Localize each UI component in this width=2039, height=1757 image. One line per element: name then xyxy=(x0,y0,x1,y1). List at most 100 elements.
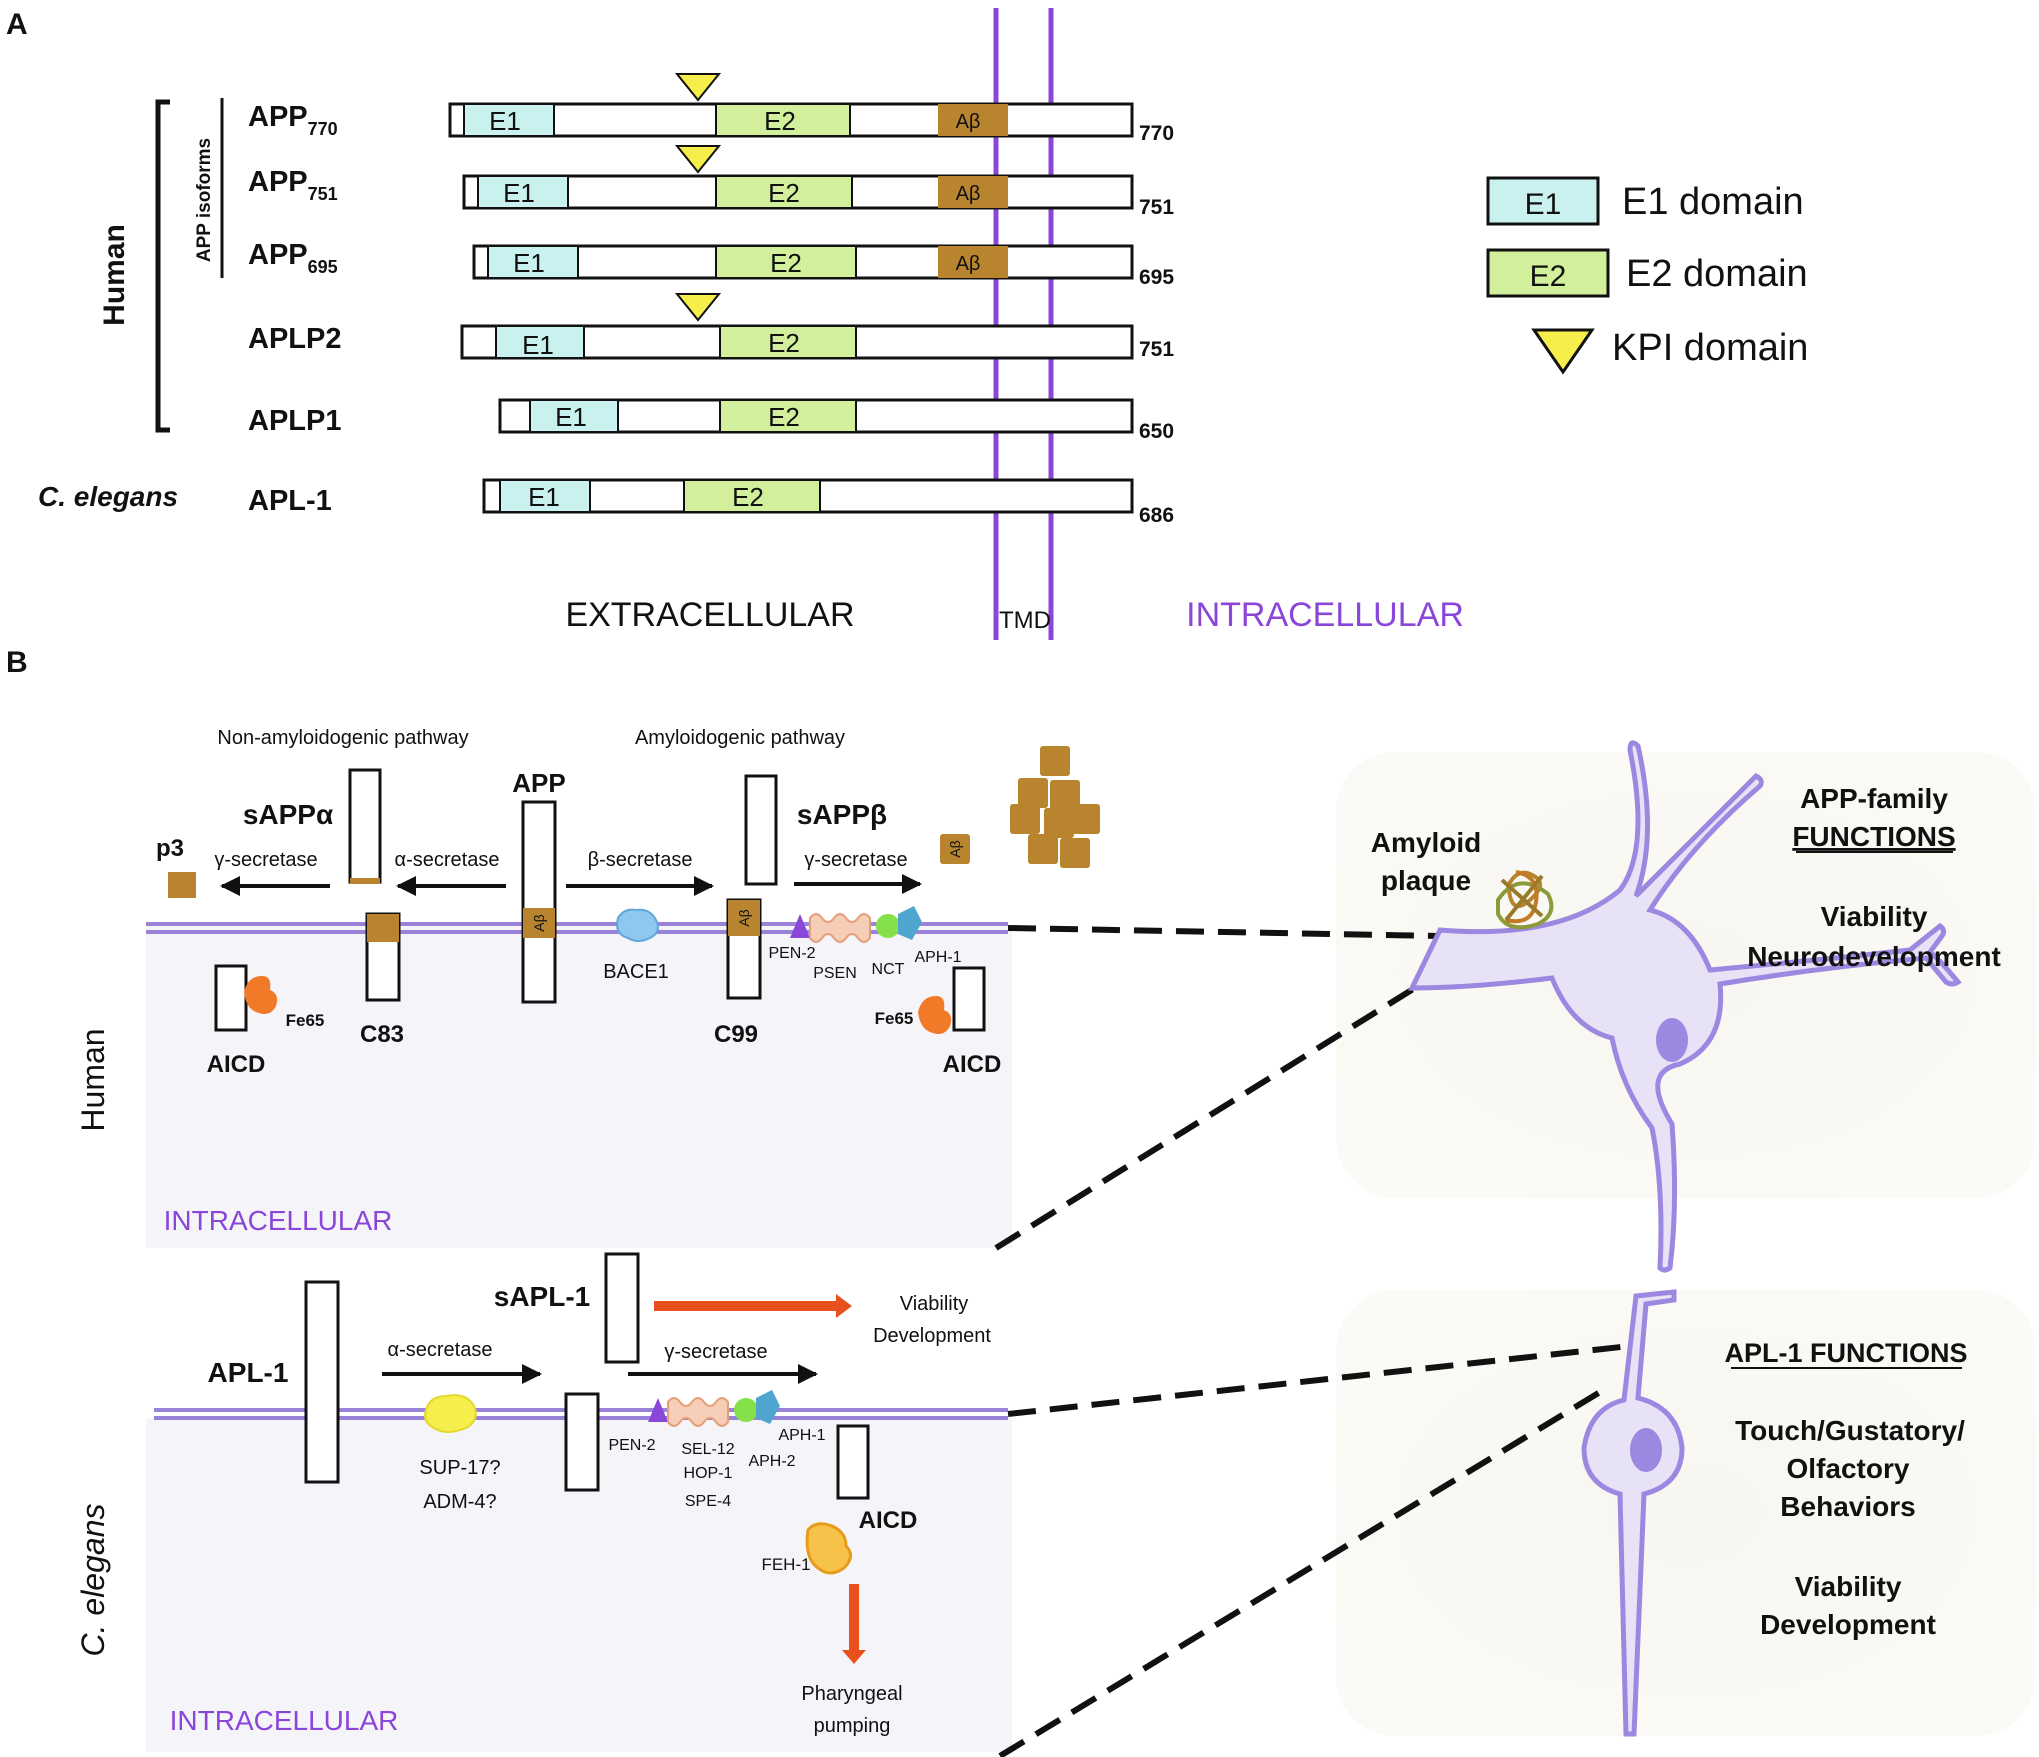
protein-length: 686 xyxy=(1139,504,1174,527)
celegans-aicd-box xyxy=(836,1424,870,1500)
abeta-aggregate-unit xyxy=(1070,804,1100,834)
abeta-aggregate-unit xyxy=(1018,778,1048,808)
protein-row-apl1: APL-1 E1 E2 686 xyxy=(248,478,1174,527)
sappa-box xyxy=(348,768,382,884)
e1-domain xyxy=(529,399,619,433)
c83-p3-fragment xyxy=(367,914,399,942)
abeta-monomer-label: Aβ xyxy=(947,840,963,857)
apl1-function-touch: Touch/Gustatory/ xyxy=(1735,1415,1965,1446)
bace1-label: BACE1 xyxy=(603,961,669,983)
apl1-label: APL-1 xyxy=(208,1357,289,1388)
gamma-secretase-right-label: γ-secretase xyxy=(804,849,907,871)
c99-label: C99 xyxy=(714,1021,758,1048)
amyloid-plaque-label-1: Amyloid xyxy=(1371,827,1481,858)
apl1-function-viability: Viability xyxy=(1795,1571,1902,1602)
abeta-aggregate-unit xyxy=(1010,804,1040,834)
human-bracket xyxy=(155,99,170,433)
fe65-left-icon xyxy=(244,976,278,1014)
celegans-viability-label: Viability xyxy=(900,1293,969,1315)
apl1-function-development: Development xyxy=(1760,1609,1936,1640)
abeta-domain xyxy=(938,246,1008,278)
panel-b-label: B xyxy=(6,646,28,679)
abeta-label: Aβ xyxy=(956,183,981,205)
group-celegans-label: C. elegans xyxy=(38,481,178,512)
amyloid-plaque-icon xyxy=(1496,870,1554,930)
sup17-label: SUP-17? xyxy=(419,1457,500,1479)
connector-dashed xyxy=(1007,925,1441,939)
kpi-triangle xyxy=(674,73,722,102)
extracellular-label: EXTRACELLULAR xyxy=(565,596,854,634)
connector-dashed xyxy=(998,1383,1612,1757)
p3-fragment xyxy=(168,872,196,898)
connector-dashed xyxy=(1007,1343,1631,1417)
neuron-body xyxy=(1408,740,1962,1273)
sapl1-box xyxy=(604,1252,640,1364)
celegans-cterm-box xyxy=(564,1392,600,1492)
abeta-label: Aβ xyxy=(956,253,981,275)
app-function-viability: Viability xyxy=(1821,901,1928,932)
sappa-label: sAPPα xyxy=(243,799,333,830)
app-functions-title-1: APP-family xyxy=(1800,783,1948,814)
e2-label: E2 xyxy=(768,328,800,358)
celegans-pen2-icon xyxy=(648,1398,668,1422)
protein-row-aplp2: APLP2 E1 E2 751 xyxy=(248,293,1174,361)
abeta-aggregate-unit xyxy=(1040,746,1070,776)
protein-length: 770 xyxy=(1139,122,1174,145)
legend-e1-box-label: E1 xyxy=(1525,188,1562,221)
sapl1-red-arrowhead xyxy=(836,1294,852,1318)
e1-domain xyxy=(499,479,591,513)
protein-length: 751 xyxy=(1139,196,1174,219)
abeta-domain xyxy=(938,104,1008,136)
sappb-label: sAPPβ xyxy=(797,799,887,830)
abeta-monomer xyxy=(940,834,970,864)
aicd-right-label: AICD xyxy=(943,1051,1002,1078)
protein-name: APP770 xyxy=(248,101,338,139)
protein-row-aplp1: APLP1 E1 E2 650 xyxy=(248,398,1174,443)
sapl1-label: sAPL-1 xyxy=(494,1281,590,1312)
pharyngeal-label-1: Pharyngeal xyxy=(801,1683,902,1705)
legend-e2-text: E2 domain xyxy=(1626,253,1808,295)
celegans-pathway: C. elegans APL-1 α-secretase SUP-17? ADM… xyxy=(75,1252,1968,1757)
celegans-neuron-bg xyxy=(1336,1290,2036,1736)
sappa-abeta-fragment xyxy=(350,878,380,884)
legend-e1-text: E1 domain xyxy=(1622,181,1804,223)
e2-label: E2 xyxy=(770,248,802,278)
protein-row-app770: APP770 E1 E2 Aβ 770 xyxy=(248,73,1174,145)
aph2-label: APH-2 xyxy=(748,1453,795,1470)
abeta-domain xyxy=(938,176,1008,208)
feh1-icon xyxy=(805,1522,852,1575)
sup17-enzyme xyxy=(424,1394,477,1433)
protein-name: APLP2 xyxy=(248,323,341,355)
protein-name: APLP1 xyxy=(248,405,341,437)
app-function-neurodevelopment: Neurodevelopment xyxy=(1747,941,2001,972)
aph1-label: APH-1 xyxy=(914,949,961,966)
celegans-neuron-nucleus xyxy=(1630,1428,1662,1472)
app-label: APP xyxy=(512,768,565,798)
psen-label: PSEN xyxy=(813,965,857,982)
sel12-icon xyxy=(667,1397,729,1427)
abeta-label: Aβ xyxy=(956,111,981,133)
apl1-function-olfactory: Olfactory xyxy=(1787,1453,1910,1484)
kpi-triangle xyxy=(674,293,722,322)
panel-b: B Human Non-amyloidogenic pathway Amyloi… xyxy=(6,646,2036,1757)
nct-label: NCT xyxy=(872,961,905,978)
psen-icon xyxy=(809,913,871,943)
group-isoforms-label: APP isoforms xyxy=(194,138,215,262)
e1-domain xyxy=(495,325,585,359)
e1-domain xyxy=(463,103,555,137)
connector-dashed xyxy=(994,947,1478,1251)
human-intracellular-bg xyxy=(146,926,1012,1248)
non-amyloidogenic-title: Non-amyloidogenic pathway xyxy=(217,727,468,749)
celegans-aicd-label: AICD xyxy=(859,1507,918,1534)
fe65-left-label: Fe65 xyxy=(286,1011,325,1030)
e1-label: E1 xyxy=(489,106,521,136)
protein-row-app751: APP751 E1 E2 Aβ 751 xyxy=(248,145,1174,219)
protein-length: 751 xyxy=(1139,338,1174,361)
e1-label: E1 xyxy=(522,330,554,360)
app-abeta-label: Aβ xyxy=(531,914,547,931)
human-neuron xyxy=(1408,740,1962,1273)
aicd-left-label: AICD xyxy=(207,1051,266,1078)
protein-name: APP695 xyxy=(248,239,338,277)
aicd-right-box xyxy=(952,966,986,1032)
protein-name: APL-1 xyxy=(248,485,332,517)
